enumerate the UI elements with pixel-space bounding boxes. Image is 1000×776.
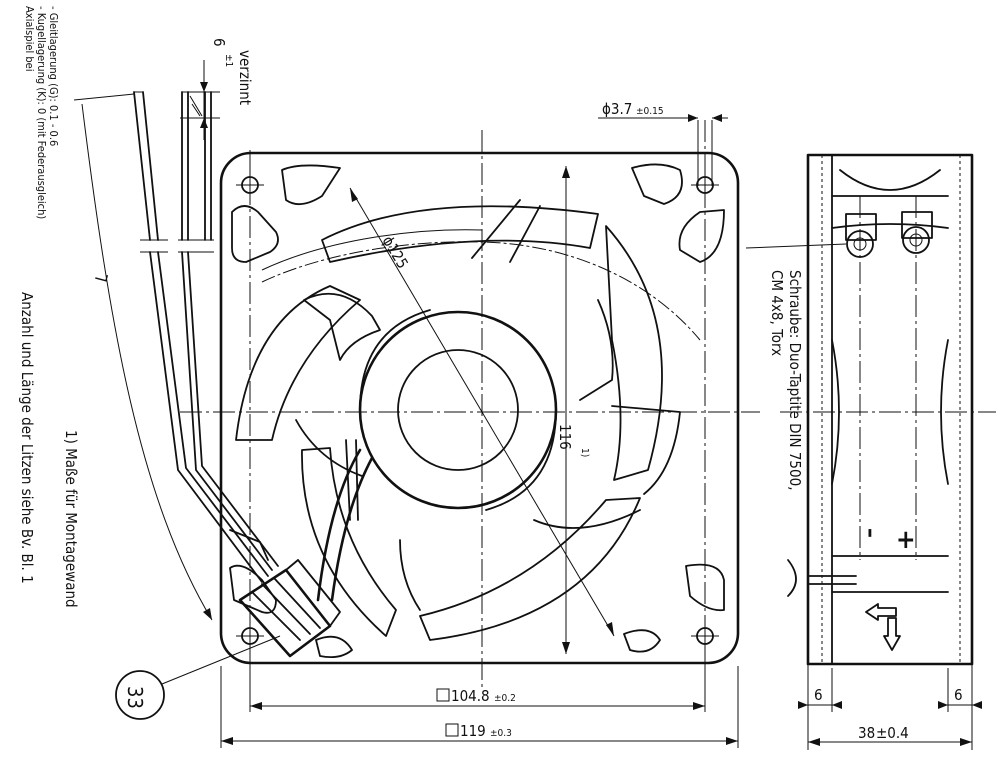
blade-left — [235, 285, 361, 441]
strip-tolerance: ±1 — [223, 54, 234, 67]
hole-spacing-tolerance: ±0.2 — [494, 693, 516, 704]
screw-line1: Schraube: Duo-Taptite DIN 7500, — [786, 270, 804, 490]
blade-bottom-left — [301, 447, 397, 637]
axial-play-ball: - Kugellagerung (K): 0 (mit Federausglei… — [35, 6, 48, 219]
axial-play-sleeve: - Gleitlagerung (G): 0.1 - 0.6 — [47, 6, 60, 146]
screw-line2: CM 4x8, Torx — [768, 270, 786, 356]
connector — [229, 529, 341, 658]
dim-116-note: 1) — [579, 448, 590, 457]
airflow-arrows — [865, 603, 901, 651]
plus-mark: + — [896, 525, 916, 555]
depth-tolerance: ±0.4 — [876, 724, 909, 742]
lead-wires: L — [73, 91, 279, 621]
axial-play-title: Axialspiel bei — [23, 6, 36, 71]
callout-33: 33 — [115, 635, 281, 720]
fan-front-view: ϕ125 116 1) ϕ3.7 ±0.15 104.8 ±0.2 119 ±0… — [180, 100, 760, 748]
blade-bottom — [419, 497, 641, 641]
screw-left — [845, 213, 877, 258]
minus-mark: – — [858, 528, 883, 538]
hub-outer — [358, 310, 558, 510]
hole-tolerance: ±0.15 — [636, 106, 664, 117]
blade-right — [605, 225, 663, 481]
strip-length: 6 — [210, 38, 228, 47]
axial-play-note: Axialspiel bei - Kugellagerung (K): 0 (m… — [23, 6, 60, 219]
tinned-label: verzinnt — [236, 50, 254, 105]
diameter-125: ϕ125 — [379, 233, 412, 272]
mounting-holes — [236, 171, 719, 650]
frame-size-tolerance: ±0.3 — [490, 728, 512, 739]
fan-side-view: – + Schraube: Duo-Taptite DIN 7500, CM 4… — [745, 153, 996, 750]
screw-right — [901, 211, 933, 254]
hole-diameter: ϕ3.7 — [602, 100, 632, 118]
mounting-note: 1) Maße für Montagewand — [62, 430, 80, 608]
flange-right: 6 — [954, 686, 963, 704]
corner-cutouts — [229, 163, 725, 659]
callout-number: 33 — [123, 686, 147, 709]
lead-length: L — [92, 271, 112, 284]
flange-left: 6 — [814, 686, 823, 704]
frame-outline — [219, 151, 740, 665]
wire-strip-detail: 6 ±1 verzinnt — [180, 38, 254, 241]
blade-top — [321, 205, 599, 263]
frame-size: 119 — [460, 722, 486, 740]
depth: 38 — [858, 724, 875, 742]
strut — [316, 448, 374, 602]
dim-116: 116 — [556, 424, 574, 450]
hole-spacing: 104.8 — [451, 687, 490, 705]
wires-note: Anzahl und Länge der Litzen siehe Bv. Bl… — [18, 292, 36, 584]
hub-inner — [397, 349, 519, 471]
